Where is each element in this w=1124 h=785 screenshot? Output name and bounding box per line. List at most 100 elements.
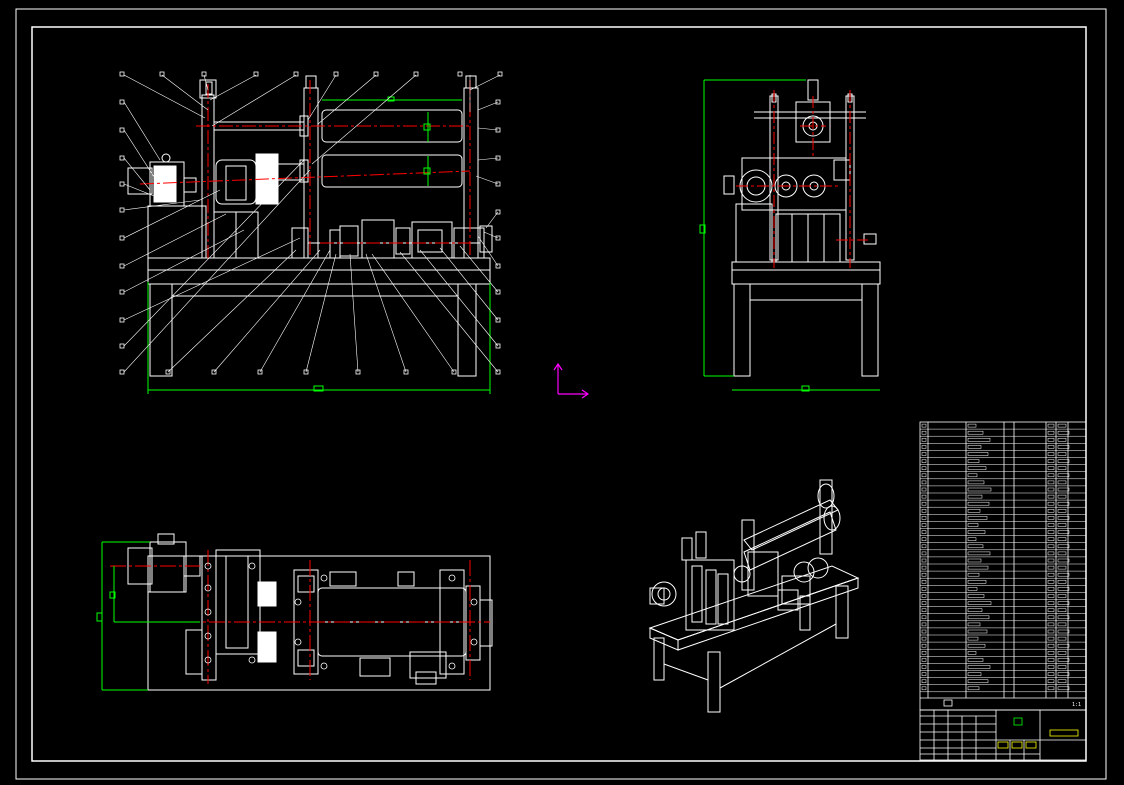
parts-list-row-material-cell	[1057, 473, 1070, 478]
parts-list-row-name-cell	[967, 629, 988, 634]
parts-list-row-marker	[921, 487, 927, 492]
parts-list-row-marker	[921, 516, 927, 520]
parts-list-row-qty-cell	[1047, 558, 1055, 563]
parts-list-row-name-cell	[967, 651, 977, 655]
parts-list-row-marker	[921, 509, 927, 513]
parts-list-row-marker	[921, 473, 927, 478]
parts-list-row-qty-cell	[1047, 651, 1055, 655]
parts-list-row-material-cell	[1057, 615, 1070, 620]
parts-list-row-material-cell	[1057, 452, 1067, 456]
parts-list-row-marker	[921, 565, 927, 570]
parts-list-row-qty-cell	[1047, 452, 1055, 456]
parts-list-row-qty-cell	[1047, 608, 1055, 612]
parts-list-row-material-cell	[1057, 651, 1067, 655]
parts-list-row-marker	[921, 423, 927, 428]
parts-list-row-qty-cell	[1047, 580, 1055, 584]
parts-list-row-name-cell	[967, 459, 980, 463]
parts-list-row-qty-cell	[1047, 601, 1055, 605]
parts-list-row-qty-cell	[1047, 615, 1055, 620]
parts-list-header-row	[920, 697, 1086, 707]
parts-list-row-material-cell	[1057, 565, 1067, 570]
title-block[interactable]	[919, 709, 1087, 761]
parts-list-row-marker	[921, 679, 927, 683]
parts-list-row-name-cell	[967, 686, 980, 691]
parts-list-row-qty-cell	[1047, 466, 1055, 470]
parts-list-row-name-cell	[967, 537, 977, 541]
parts-list-row-material-cell	[1057, 672, 1070, 676]
isometric-view[interactable]	[648, 479, 860, 713]
parts-list-row-marker	[921, 430, 927, 435]
parts-list-row-qty-cell	[1047, 643, 1055, 648]
parts-list-row-name-cell	[967, 594, 985, 598]
parts-list-row-name-cell	[967, 658, 984, 662]
parts-list-row-name-cell	[967, 480, 985, 485]
parts-list-row-material-cell	[1057, 580, 1067, 584]
parts-list-row-material-cell	[1057, 459, 1070, 463]
parts-list-row-name-cell	[967, 587, 978, 591]
parts-list-row-qty-cell	[1047, 679, 1055, 683]
parts-list-row-name-cell	[967, 494, 983, 499]
parts-list-row-name-cell	[967, 516, 988, 520]
parts-list-row-material-cell	[1057, 629, 1070, 634]
parts-list-row-name-cell	[967, 608, 983, 612]
parts-list-row-marker	[921, 672, 927, 676]
parts-list-row-qty-cell	[1047, 665, 1055, 669]
parts-list-header-cell-4: 1:1	[1072, 702, 1081, 708]
parts-list-row-marker	[921, 466, 927, 470]
parts-list-row-qty-cell	[1047, 501, 1055, 506]
parts-list-row-name-cell	[967, 509, 981, 513]
parts-list-row-material-cell	[1057, 494, 1067, 499]
parts-list-row-qty-cell	[1047, 544, 1055, 549]
parts-list-row-name-cell	[967, 580, 987, 584]
top-view-dimensions	[96, 541, 200, 691]
parts-list-row-qty-cell	[1047, 509, 1055, 513]
parts-list-row-name-cell	[967, 601, 992, 605]
front-view-balloons	[119, 71, 503, 375]
parts-list-row-qty-cell	[1047, 480, 1055, 485]
parts-list-row-marker	[921, 615, 927, 620]
parts-list-row-qty-cell	[1047, 636, 1055, 641]
parts-list-row-marker	[921, 665, 927, 669]
parts-list-row-material-cell	[1057, 601, 1070, 605]
parts-list-row-material-cell	[1057, 587, 1070, 591]
parts-list-row-name-cell	[967, 430, 984, 435]
parts-list-row-material-cell	[1057, 480, 1067, 485]
parts-list-row-name-cell	[967, 672, 982, 676]
sheet-outer-border	[15, 8, 1107, 780]
front-view-leaders	[123, 74, 501, 373]
parts-list-row-material-cell	[1057, 509, 1067, 513]
parts-list-row-name-cell	[967, 615, 990, 620]
parts-list-row-marker	[921, 438, 927, 442]
parts-list-row-material-cell	[1057, 686, 1070, 691]
parts-list-row-marker	[921, 587, 927, 591]
top-view-centerlines	[110, 550, 490, 684]
parts-list-row-material-cell	[1057, 658, 1070, 662]
parts-list-row-marker	[921, 580, 927, 584]
parts-list-row-qty-cell	[1047, 459, 1055, 463]
parts-list-row-material-cell	[1057, 487, 1070, 492]
parts-list-row-name-cell	[967, 558, 982, 563]
parts-list-row-marker	[921, 651, 927, 655]
parts-list-row-marker	[921, 537, 927, 541]
parts-list-row-name-cell	[967, 665, 991, 669]
parts-list-row-material-cell	[1057, 679, 1067, 683]
parts-list-row-material-cell	[1057, 537, 1067, 541]
parts-list-row-material-cell	[1057, 544, 1070, 549]
parts-list-row-marker	[921, 572, 927, 577]
parts-list-row-material-cell	[1057, 665, 1067, 669]
parts-list-row-qty-cell	[1047, 572, 1055, 577]
parts-list-row-name-cell	[967, 572, 980, 577]
parts-list-row-qty-cell	[1047, 516, 1055, 520]
parts-list-row-name-cell	[967, 636, 979, 641]
front-view-dimensions	[147, 96, 491, 394]
parts-list-row-name-cell	[967, 530, 986, 534]
parts-list-row-qty-cell	[1047, 530, 1055, 534]
parts-list-row-marker	[921, 530, 927, 534]
parts-list-row-qty-cell	[1047, 537, 1055, 541]
parts-list-row-qty-cell	[1047, 487, 1055, 492]
parts-list-row-name-cell	[967, 466, 987, 470]
parts-list-row-marker	[921, 523, 927, 527]
parts-list-row-name-cell	[967, 445, 982, 449]
side-view[interactable]	[723, 79, 881, 377]
